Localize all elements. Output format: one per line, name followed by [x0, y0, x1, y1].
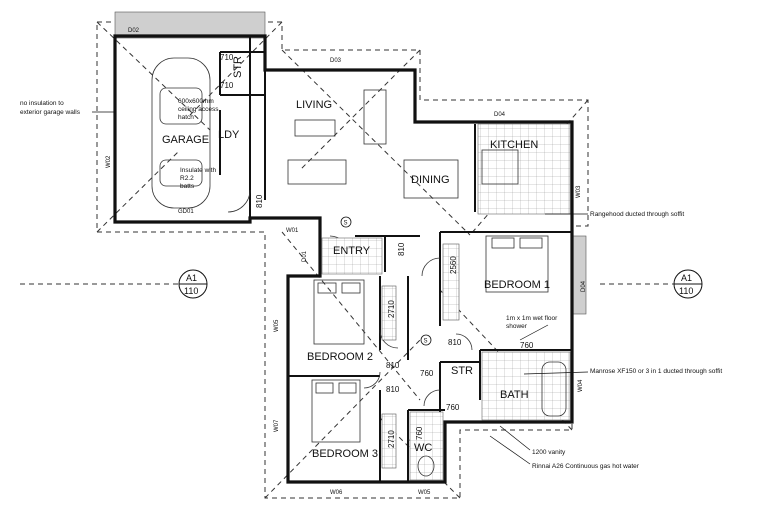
smoke-alarm-hall-icon: [420, 334, 432, 346]
code-d03: D03: [330, 58, 342, 64]
sofa-bottom: [287, 159, 347, 185]
room-label-dining: DINING: [411, 174, 450, 186]
smoke-alarm-living-icon: [340, 216, 352, 228]
dim-2560: 2560: [449, 256, 458, 274]
room-label-bedroom2: BEDROOM 2: [307, 351, 373, 363]
leader-vanity: [499, 425, 531, 451]
note-batts-line2: R2.2: [180, 175, 194, 182]
dim-710-top: 710: [220, 53, 234, 62]
smoke-alarm-hall-label: S: [424, 339, 428, 345]
garage-overhang-hatch: [114, 11, 266, 39]
note-batts-line3: batts: [180, 183, 195, 190]
bathtub: [541, 361, 567, 417]
room-label-garage-store: STR: [232, 56, 244, 78]
toilet: [417, 455, 435, 477]
section-right-label-top: A1: [681, 273, 692, 283]
dim-810-bed2: 810: [386, 361, 400, 370]
section-left-label-bottom: 110: [184, 286, 198, 296]
exterior-walls: [113, 34, 574, 484]
room-label-bedroom3: BEDROOM 3: [312, 448, 378, 460]
interior-walls: [219, 51, 572, 482]
dim-2710-b: 2710: [387, 430, 396, 448]
note-shower-line2: shower: [506, 323, 528, 330]
dining-table: [403, 159, 459, 199]
dim-810-garage: 810: [255, 194, 264, 208]
bed-bedroom2: [313, 279, 365, 345]
car-outline: [151, 57, 211, 209]
room-label-bedroom1: BEDROOM 1: [484, 279, 550, 291]
bath-tiles: [481, 351, 571, 421]
code-w02: W02: [106, 155, 112, 168]
dim-810-bed1: 810: [448, 338, 462, 347]
code-w04: W04: [578, 379, 584, 392]
section-marker-right: [600, 269, 703, 299]
note-rinnai: Rinnai A26 Continuous gas hot water: [532, 463, 640, 470]
code-d02: D02: [128, 28, 140, 34]
room-label-garage: GARAGE: [162, 134, 209, 146]
bedroom1-window-hatch: [571, 235, 587, 315]
wardrobe-bedroom1: [442, 243, 460, 321]
room-label-kitchen: KITCHEN: [490, 139, 538, 151]
code-w03: W03: [576, 185, 582, 198]
note-vanity: 1200 vanity: [532, 449, 566, 456]
code-w05: W05: [418, 490, 431, 496]
section-left-label-top: A1: [186, 273, 197, 283]
smoke-alarm-living-label: S: [344, 221, 348, 227]
room-label-living: LIVING: [296, 99, 332, 111]
leader-shower: [519, 324, 549, 341]
note-hatch-line3: hatch: [178, 114, 194, 121]
leader-manrose: [523, 371, 589, 375]
dim-810-bed3: 810: [386, 385, 400, 394]
note-batts-line1: Insulate with: [180, 167, 217, 174]
code-w07: W07: [274, 419, 280, 432]
note-manrose: Manrose XF150 or 3 in 1 ducted through s…: [590, 368, 722, 375]
code-d04-right: D04: [581, 280, 587, 292]
code-gd01: GD01: [178, 209, 194, 215]
code-d04-top: D04: [494, 112, 506, 118]
dim-760-wc: 760: [415, 426, 424, 440]
room-label-wc: WC: [414, 442, 432, 454]
dim-760-hall: 760: [446, 403, 460, 412]
sofa-right: [363, 89, 387, 145]
dim-2710-a: 2710: [387, 300, 396, 318]
code-w06: W06: [330, 490, 343, 496]
dim-710-mid: 710: [220, 81, 234, 90]
dim-810-entry: 810: [397, 242, 406, 256]
room-label-bath: BATH: [500, 389, 529, 401]
note-hatch-line1: 600x600mm: [178, 98, 214, 105]
section-marker-left: [20, 269, 208, 299]
bed-bedroom1: [485, 235, 549, 293]
room-label-laundry: LDY: [218, 129, 240, 141]
coffee-table: [294, 119, 336, 137]
entry-tiles: [321, 237, 383, 275]
wardrobe-bedroom3: [381, 413, 397, 469]
kitchen-tiles: [477, 123, 571, 215]
dim-760-bath: 760: [520, 341, 534, 350]
kitchen-island: [481, 149, 519, 185]
section-right-label-bottom: 110: [679, 286, 693, 296]
leader-rinnai: [489, 435, 531, 465]
bed-bedroom3: [311, 379, 361, 443]
code-w05-side: W05: [274, 319, 280, 332]
code-d01: D01: [302, 250, 308, 262]
note-hatch-line2: ceiling access: [178, 106, 219, 113]
dim-760-str: 760: [420, 369, 434, 378]
wardrobe-bedroom2: [381, 285, 397, 341]
note-shower-line1: 1m x 1m wet floor: [506, 315, 558, 322]
room-label-hall-store: STR: [451, 365, 473, 377]
room-label-entry: ENTRY: [333, 245, 371, 257]
note-rangehood: Rangehood ducted through soffit: [590, 211, 684, 218]
code-w01: W01: [286, 228, 299, 234]
wc-tiles: [409, 411, 444, 481]
note-insulation-line2: exterior garage walls: [20, 109, 81, 116]
note-insulation-line1: no insulation to: [20, 100, 64, 107]
